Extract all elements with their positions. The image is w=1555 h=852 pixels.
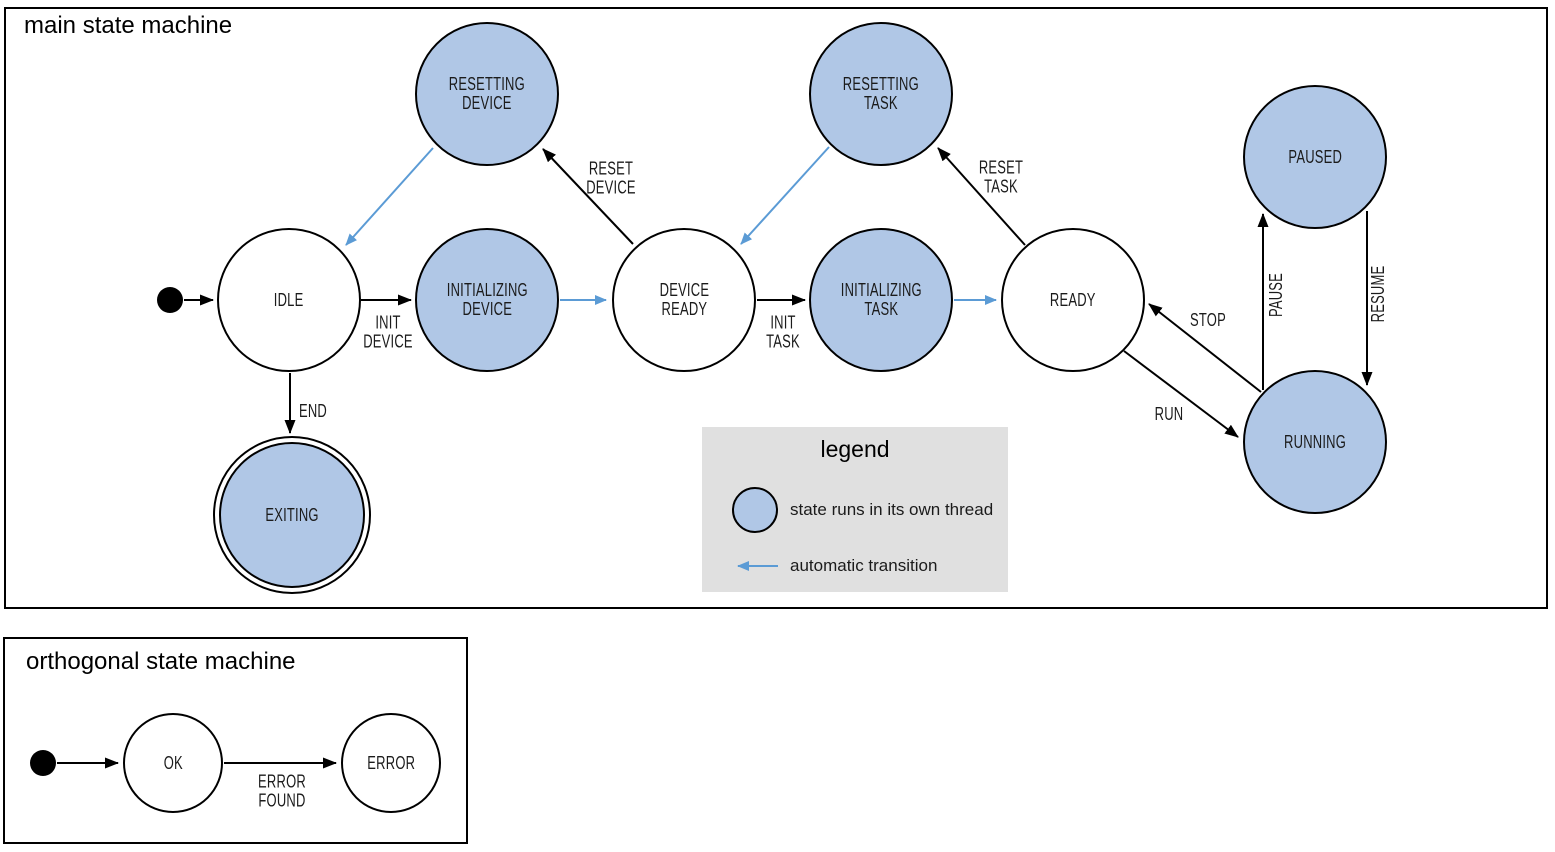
transition-label-error-found: ERROR FOUND	[258, 771, 306, 811]
transition-label-pause: PAUSE	[1266, 272, 1286, 318]
state-idle: IDLE	[217, 228, 361, 372]
initial-state-dot-main	[157, 287, 183, 313]
legend-thread-label: state runs in its own thread	[790, 500, 994, 519]
transition-label-reset-device: RESET DEVICE	[586, 158, 636, 198]
initial-state-dot-orthogonal	[30, 750, 56, 776]
orthogonal-state-machine-title: orthogonal state machine	[26, 648, 296, 675]
state-initializing-device: INITIALIZING DEVICE	[415, 228, 559, 372]
state-label: INITIALIZING DEVICE	[446, 280, 528, 319]
main-state-machine-frame	[4, 7, 1548, 609]
state-label: RESETTING DEVICE	[448, 74, 526, 113]
state-exiting-inner-ring: EXITING	[219, 442, 365, 588]
arrow-device-ready-to-resetting-device	[542, 148, 634, 245]
state-label: RUNNING	[1283, 431, 1346, 452]
state-paused: PAUSED	[1243, 85, 1387, 229]
thread-state-circle-icon	[732, 487, 778, 533]
transition-label-reset-task: RESET TASK	[978, 157, 1024, 197]
transition-label-end: END	[298, 401, 328, 421]
transition-label-run: RUN	[1154, 404, 1184, 424]
state-label: DEVICE READY	[659, 280, 709, 319]
transition-label-resume: RESUME	[1368, 265, 1388, 323]
state-label: EXITING	[265, 504, 319, 525]
state-device-ready: DEVICE READY	[612, 228, 756, 372]
state-label: READY	[1050, 289, 1096, 310]
state-exiting-final: EXITING	[213, 436, 371, 594]
state-label: OK	[163, 752, 183, 773]
state-ready: READY	[1001, 228, 1145, 372]
main-state-machine-title: main state machine	[24, 12, 233, 39]
state-label: ERROR	[367, 752, 415, 773]
state-resetting-task: RESETTING TASK	[809, 22, 953, 166]
arrow-auto-resetting-task-to-device-ready	[740, 146, 830, 245]
state-initializing-task: INITIALIZING TASK	[809, 228, 953, 372]
legend-auto-transition-label: automatic transition	[790, 556, 938, 575]
transition-label-stop: STOP	[1190, 310, 1226, 330]
state-label: IDLE	[274, 289, 304, 310]
transition-label-init-task: INIT TASK	[766, 312, 800, 352]
state-label: RESETTING TASK	[842, 74, 920, 113]
legend-title: legend	[820, 436, 890, 462]
state-ok: OK	[123, 713, 223, 813]
transition-label-init-device: INIT DEVICE	[363, 312, 413, 352]
state-running: RUNNING	[1243, 370, 1387, 514]
arrow-running-to-ready-stop	[1148, 303, 1262, 393]
arrow-ready-to-resetting-task	[937, 147, 1026, 246]
state-resetting-device: RESETTING DEVICE	[415, 22, 559, 166]
orthogonal-state-machine-frame	[3, 637, 468, 844]
arrow-auto-resetting-device-to-idle	[345, 147, 434, 246]
state-label: INITIALIZING TASK	[840, 280, 922, 319]
state-error: ERROR	[341, 713, 441, 813]
state-label: PAUSED	[1288, 146, 1342, 167]
arrow-ready-to-running-run	[1123, 350, 1239, 438]
